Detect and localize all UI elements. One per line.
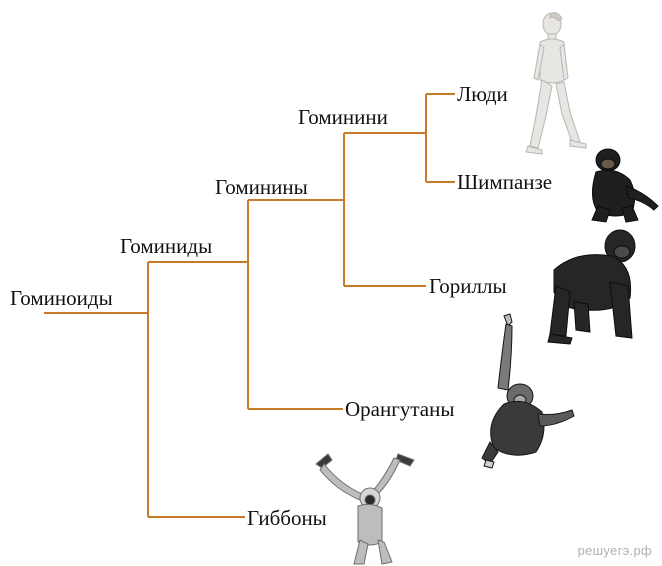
gorilla-figure — [547, 229, 636, 345]
leaf-label-humans: Люди — [455, 82, 510, 106]
human-figure — [525, 12, 587, 155]
node-label-hominini: Гоминини — [296, 105, 390, 129]
node-label-homininae: Гоминины — [213, 175, 310, 199]
node-label-hominoidea: Гоминоиды — [8, 286, 115, 310]
leaf-label-chimpanzees: Шимпанзе — [455, 170, 555, 194]
leaf-label-orangutans: Орангутаны — [343, 397, 457, 421]
orangutan-figure — [481, 313, 575, 469]
watermark-text: решуегэ.рф — [577, 543, 652, 558]
chimpanzee-figure — [591, 148, 659, 223]
leaf-label-gorillas: Гориллы — [427, 274, 509, 298]
node-label-hominidae: Гоминиды — [118, 234, 215, 258]
leaf-label-gibbons: Гиббоны — [245, 506, 329, 530]
gibbon-figure — [315, 453, 415, 565]
